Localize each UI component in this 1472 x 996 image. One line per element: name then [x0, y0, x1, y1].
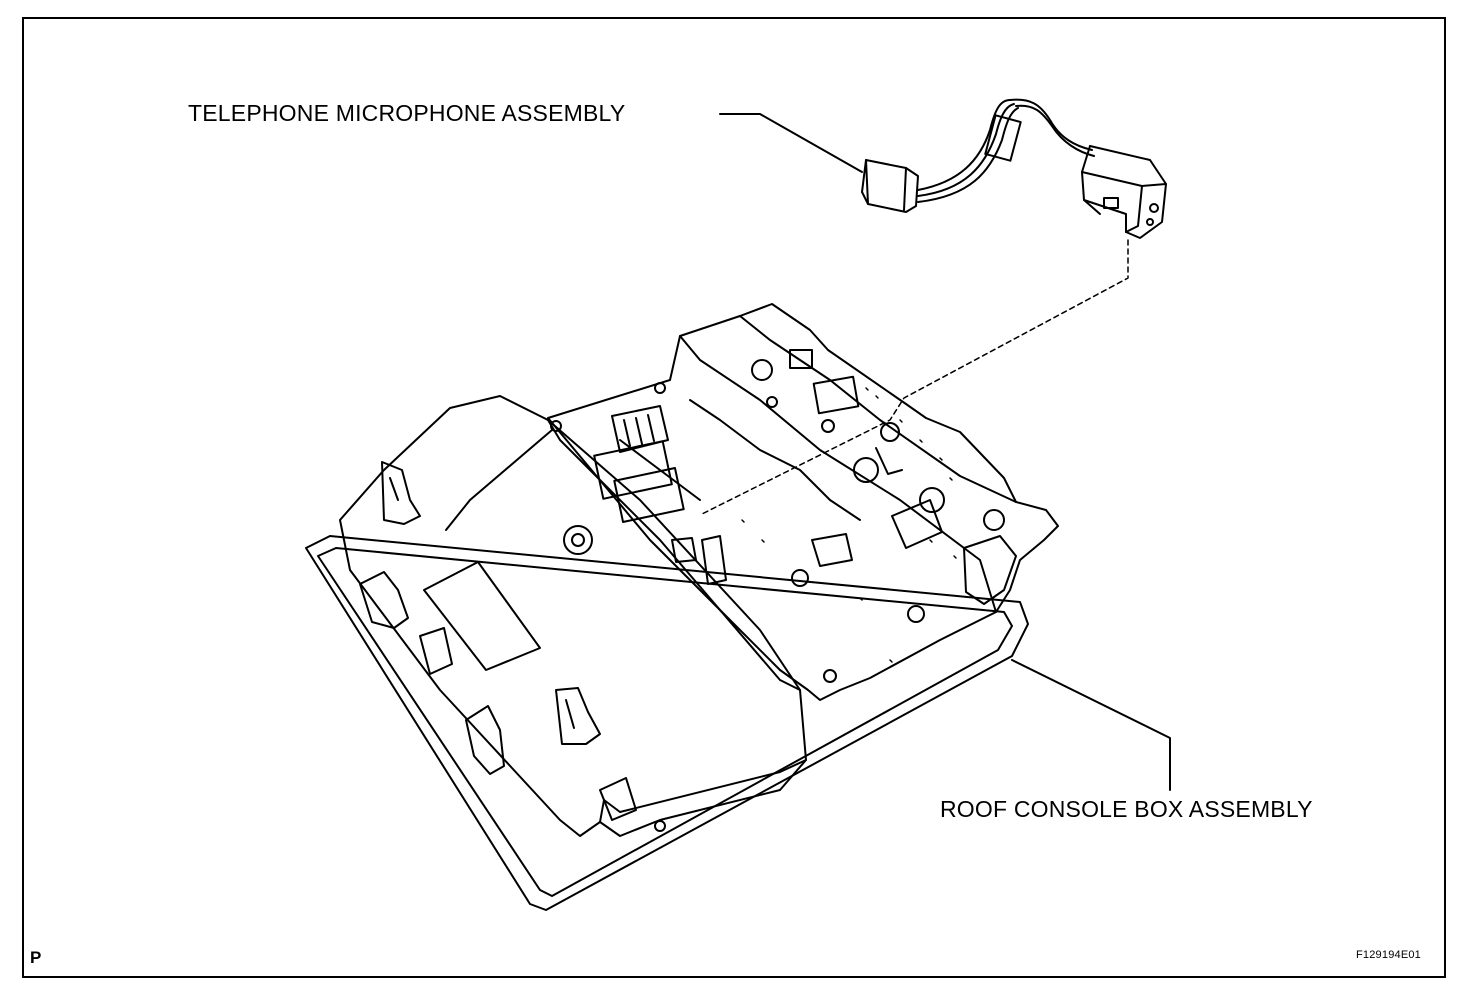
diagram-frame: [22, 17, 1446, 978]
leader-lines: [719, 113, 1171, 791]
roof-console-box-assembly: [305, 303, 1059, 911]
label-telephone-microphone-assembly: TELEPHONE MICROPHONE ASSEMBLY: [188, 100, 626, 126]
telephone-microphone-assembly: [861, 98, 1167, 239]
leader-roof-console-box: [1011, 659, 1171, 791]
figure-id-label: F129194E01: [1356, 949, 1421, 961]
installation-guide-dashed: [699, 239, 1129, 516]
leader-telephone-microphone: [719, 113, 863, 173]
label-roof-console-box-assembly: ROOF CONSOLE BOX ASSEMBLY: [940, 796, 1313, 822]
view-code-label: P: [30, 948, 42, 967]
